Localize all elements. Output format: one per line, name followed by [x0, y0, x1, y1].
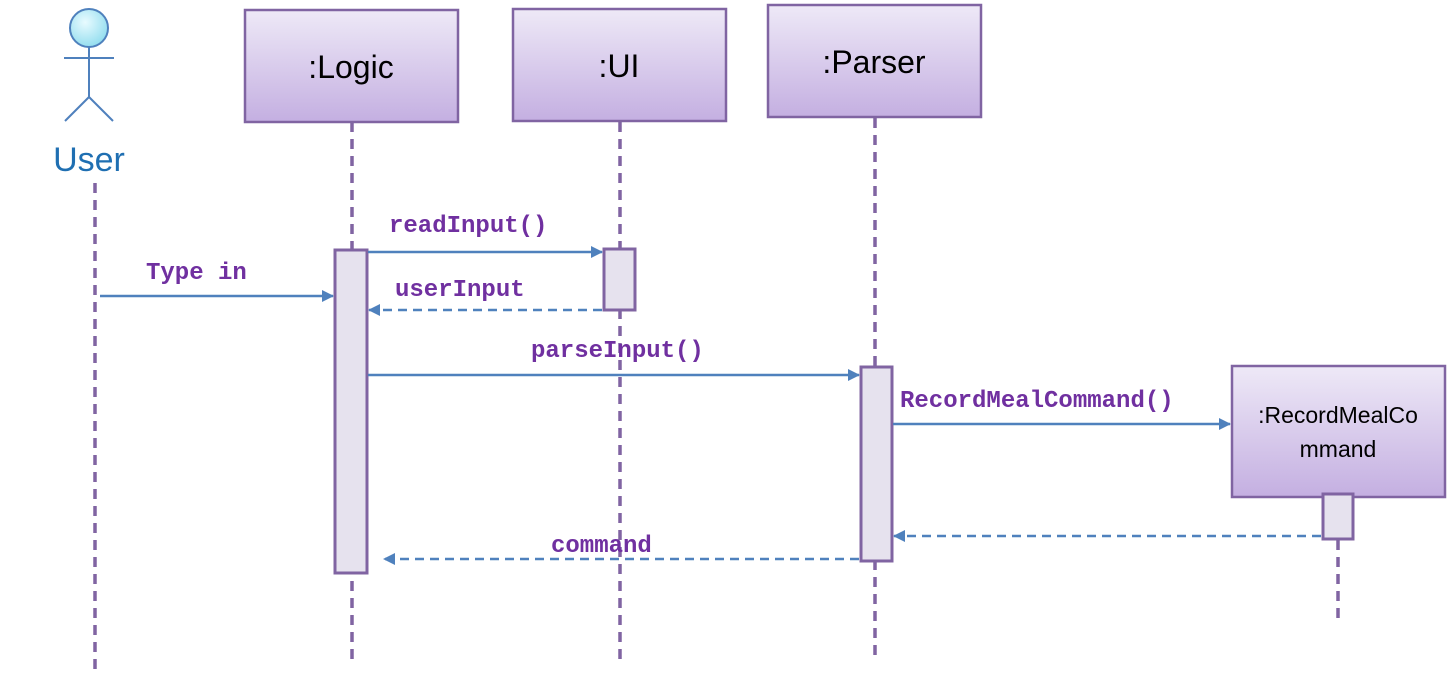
ui-activation: [602, 247, 637, 312]
logic-box: [243, 8, 460, 124]
user-actor: User: [53, 8, 125, 179]
participant-parser: :Parser: [766, 3, 983, 119]
record-label-line2: mmand: [1300, 436, 1377, 462]
user-left-leg: [64, 96, 90, 122]
ui-box: [511, 7, 728, 123]
user-actor-label: User: [53, 141, 125, 179]
user-head-icon: [69, 8, 109, 48]
ui-label: :UI: [599, 48, 640, 84]
type-in-label: Type in: [146, 260, 247, 287]
participant-ui: :UI: [511, 7, 728, 123]
record-box: [1230, 364, 1447, 499]
activations: [333, 247, 1355, 575]
command-label: command: [551, 533, 652, 560]
user-right-leg: [88, 96, 114, 122]
parser-label: :Parser: [822, 44, 925, 80]
participant-record-meal-command: :RecordMealCo mmand: [1230, 364, 1447, 499]
parse-input-label: parseInput(): [531, 338, 704, 365]
read-input-label: readInput(): [389, 213, 547, 240]
parser-box: [766, 3, 983, 119]
participant-logic: :Logic: [243, 8, 460, 124]
logic-activation: [333, 248, 369, 575]
parser-activation: [859, 365, 894, 563]
user-input-label: userInput: [395, 277, 525, 304]
logic-label: :Logic: [308, 49, 393, 85]
record-label-line1: :RecordMealCo: [1258, 402, 1418, 428]
record-meal-command-label: RecordMealCommand(): [900, 388, 1174, 415]
messages: Type in readInput() userInput parseInput…: [100, 213, 1321, 565]
record-activation: [1321, 492, 1355, 541]
